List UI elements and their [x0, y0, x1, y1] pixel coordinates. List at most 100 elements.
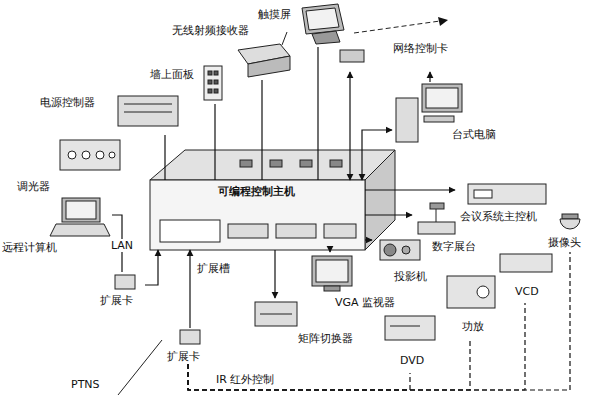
device-node: 远程计算机 — [2, 195, 112, 255]
camera — [560, 214, 580, 229]
cable-connector — [274, 250, 275, 298]
device-node: 可编程控制主机 — [150, 180, 365, 250]
monitor-frame — [312, 256, 352, 286]
pc-monitor — [422, 84, 462, 112]
device-node: 墙上面板 — [148, 62, 228, 104]
amplifier — [447, 276, 495, 308]
laptop — [50, 198, 110, 236]
dvd-body — [385, 316, 435, 340]
screen-glass — [306, 8, 339, 30]
device-label: 可编程控制主机 — [218, 185, 295, 198]
rack-slot — [276, 224, 316, 238]
controller-rack — [150, 150, 395, 250]
monitor-screen — [316, 260, 348, 282]
cable-connector — [365, 189, 455, 190]
device-label: 摄像头 — [548, 236, 581, 249]
socket-box — [60, 140, 120, 170]
laptop-base — [50, 224, 110, 236]
plain-label: IR 红外控制 — [215, 373, 275, 386]
device-node: 投影机 — [372, 232, 432, 284]
device-label: 网络控制卡 — [393, 42, 448, 55]
device-label: DVD — [400, 354, 424, 367]
power-controller — [118, 96, 178, 126]
monitor-stand — [324, 286, 340, 291]
device-node: 矩阵切换器 — [250, 298, 360, 350]
cable-connector — [189, 250, 190, 328]
device-node: 会议系统主控机 — [455, 178, 560, 233]
cable-connector — [164, 135, 165, 180]
document-camera — [418, 203, 455, 234]
panel-key — [214, 80, 218, 84]
camera-mount — [562, 214, 578, 219]
device-node: 扩展卡 — [165, 328, 210, 364]
ir-connector — [188, 252, 570, 390]
device-label: 扩展卡 — [167, 350, 200, 363]
receiver-front — [248, 56, 290, 77]
device-node: VCD — [495, 248, 557, 303]
device-label: 墙上面板 — [150, 68, 194, 81]
laptop-glass — [66, 201, 96, 219]
panel-key — [214, 71, 218, 75]
rf-receiver — [238, 32, 290, 77]
device-node: DVD — [380, 308, 438, 373]
antenna — [282, 32, 287, 45]
device-node: 触摸屏 — [255, 2, 350, 47]
panel-plate — [204, 66, 222, 100]
cable-connector — [214, 104, 215, 180]
touch-screen — [302, 4, 344, 44]
device-label: 台式电脑 — [452, 128, 496, 141]
device-label: 投影机 — [394, 270, 427, 283]
device-node: 数字展台 — [412, 200, 487, 255]
plain-label: 扩展槽 — [196, 262, 231, 275]
card-body — [340, 50, 364, 62]
socket — [96, 151, 104, 159]
ptns-line — [118, 340, 162, 395]
host-display — [474, 190, 492, 198]
device-label: 数字展台 — [432, 240, 476, 253]
ir-connector — [188, 303, 525, 390]
ir-connector — [188, 364, 410, 390]
device-node: 扩展卡 — [100, 272, 145, 308]
device-node: 台式电脑 — [392, 82, 500, 144]
screen-frame — [302, 4, 344, 34]
matrix-switcher — [255, 302, 297, 326]
device-label: 远程计算机 — [2, 241, 57, 254]
rack-port — [330, 160, 342, 167]
device-node: VGA 监视器 — [305, 252, 400, 310]
device-label: 会议系统主控机 — [460, 210, 537, 223]
host-body — [468, 184, 546, 204]
cable-connector — [362, 130, 392, 180]
dvd-tray — [390, 326, 420, 327]
projector-body — [380, 240, 420, 260]
socket — [68, 151, 76, 159]
laptop-screen — [62, 198, 100, 222]
cable-connector — [349, 72, 350, 180]
doc-base — [418, 222, 455, 234]
device-label: 无线射频接收器 — [172, 24, 249, 37]
camera-dome — [560, 219, 580, 229]
rack-port — [240, 160, 252, 167]
pc-screen — [426, 88, 458, 108]
cable-connector — [261, 80, 262, 180]
device-label: VCD — [515, 285, 539, 298]
switcher-body — [255, 302, 297, 326]
plain-label: PTNS — [70, 378, 101, 391]
network-card — [340, 50, 364, 62]
rack-slot — [324, 224, 356, 238]
cable-connector — [365, 214, 412, 215]
plain-label: 调光器 — [16, 180, 51, 193]
socket-body — [60, 140, 120, 170]
device-label: 功放 — [462, 320, 484, 333]
device-node: 电源控制器 — [38, 90, 183, 135]
conference-host — [468, 184, 546, 204]
cable-connector — [145, 250, 158, 285]
power-box — [118, 96, 178, 126]
device-label: 触摸屏 — [258, 8, 291, 21]
card-icon — [115, 275, 135, 289]
cable-connector — [429, 72, 430, 82]
panel-key — [208, 71, 212, 75]
device-node: 网络控制卡 — [335, 38, 475, 72]
